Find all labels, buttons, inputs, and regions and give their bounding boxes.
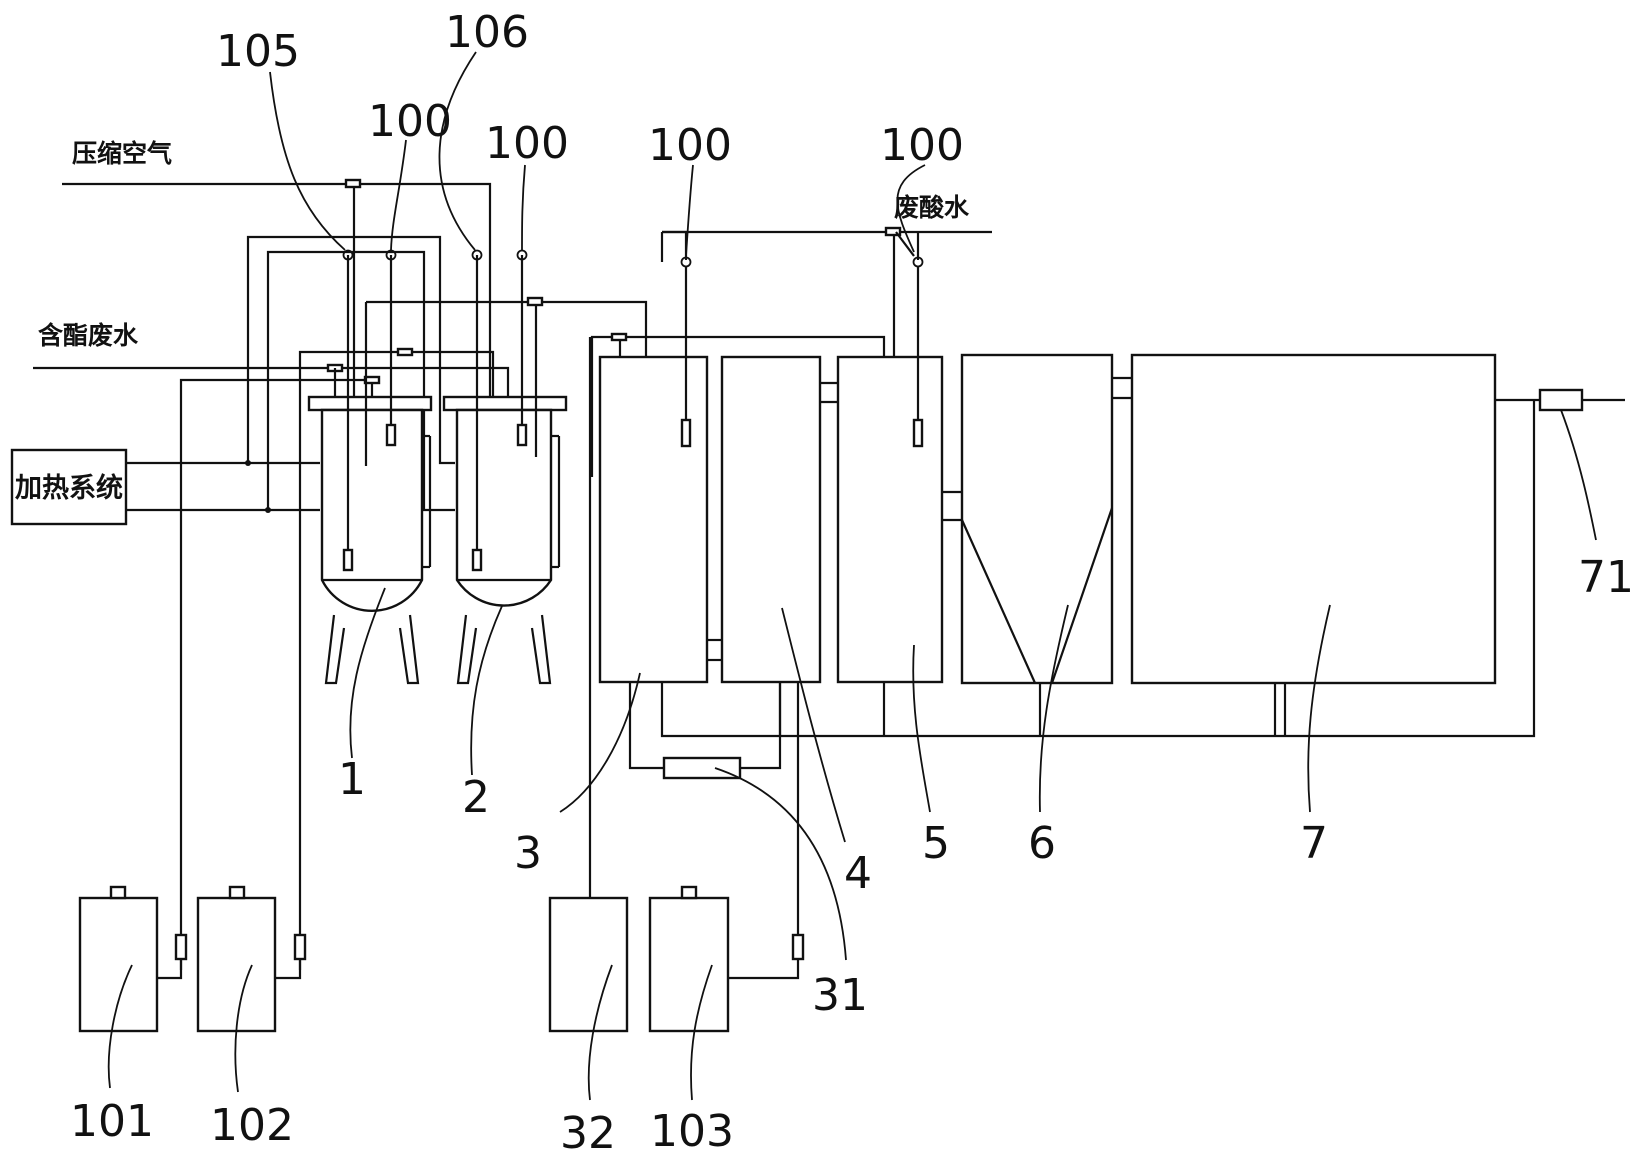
ref-1: 1 <box>338 754 366 805</box>
ref-100-reactor-2: 100 <box>485 118 569 169</box>
ref-5: 5 <box>922 818 950 869</box>
ref-101: 101 <box>70 1096 154 1147</box>
ref-100-tank-3: 100 <box>648 120 732 171</box>
dosing-tank-102 <box>196 885 302 1033</box>
ref-2: 2 <box>462 772 490 823</box>
dosing-line-103 <box>728 683 805 980</box>
ref-31: 31 <box>812 970 868 1021</box>
ref-103: 103 <box>650 1106 734 1157</box>
tank-3 <box>598 230 709 684</box>
ester-wastewater-line <box>33 366 510 440</box>
tank-7 <box>1112 353 1497 685</box>
heating-system-label: 加热系统 <box>15 472 123 504</box>
ref-6: 6 <box>1028 818 1056 869</box>
ref-7: 7 <box>1300 818 1328 869</box>
tank-4 <box>707 355 822 684</box>
ref-32: 32 <box>560 1108 616 1159</box>
tank-6-settler <box>942 353 1114 685</box>
reactor-1 <box>307 249 433 685</box>
ref-105: 105 <box>216 26 300 77</box>
heating-system: 加热系统 <box>10 448 128 526</box>
heating-pipes <box>126 235 455 513</box>
ref-100-reactor-1: 100 <box>368 96 452 147</box>
ester-wastewater-label: 含酯废水 <box>38 321 139 350</box>
ref-71: 71 <box>1578 552 1634 603</box>
waste-acid-water-label: 废酸水 <box>894 193 970 222</box>
compressed-air-label: 压缩空气 <box>72 139 172 168</box>
dosing-tank-32 <box>548 896 629 1033</box>
ref-3: 3 <box>514 828 542 879</box>
ref-102: 102 <box>210 1100 294 1151</box>
tank-5 <box>820 231 944 684</box>
leader-lines <box>107 51 1597 1101</box>
outlet-valve-71 <box>1495 388 1625 412</box>
ref-106: 106 <box>445 7 529 58</box>
pump-31 <box>628 683 782 780</box>
ref-4: 4 <box>844 848 872 899</box>
dosing-tank-101 <box>78 885 183 1033</box>
ref-100-tank-5: 100 <box>880 120 964 171</box>
reactor-2 <box>442 249 568 685</box>
dosing-tank-103 <box>648 885 730 1033</box>
